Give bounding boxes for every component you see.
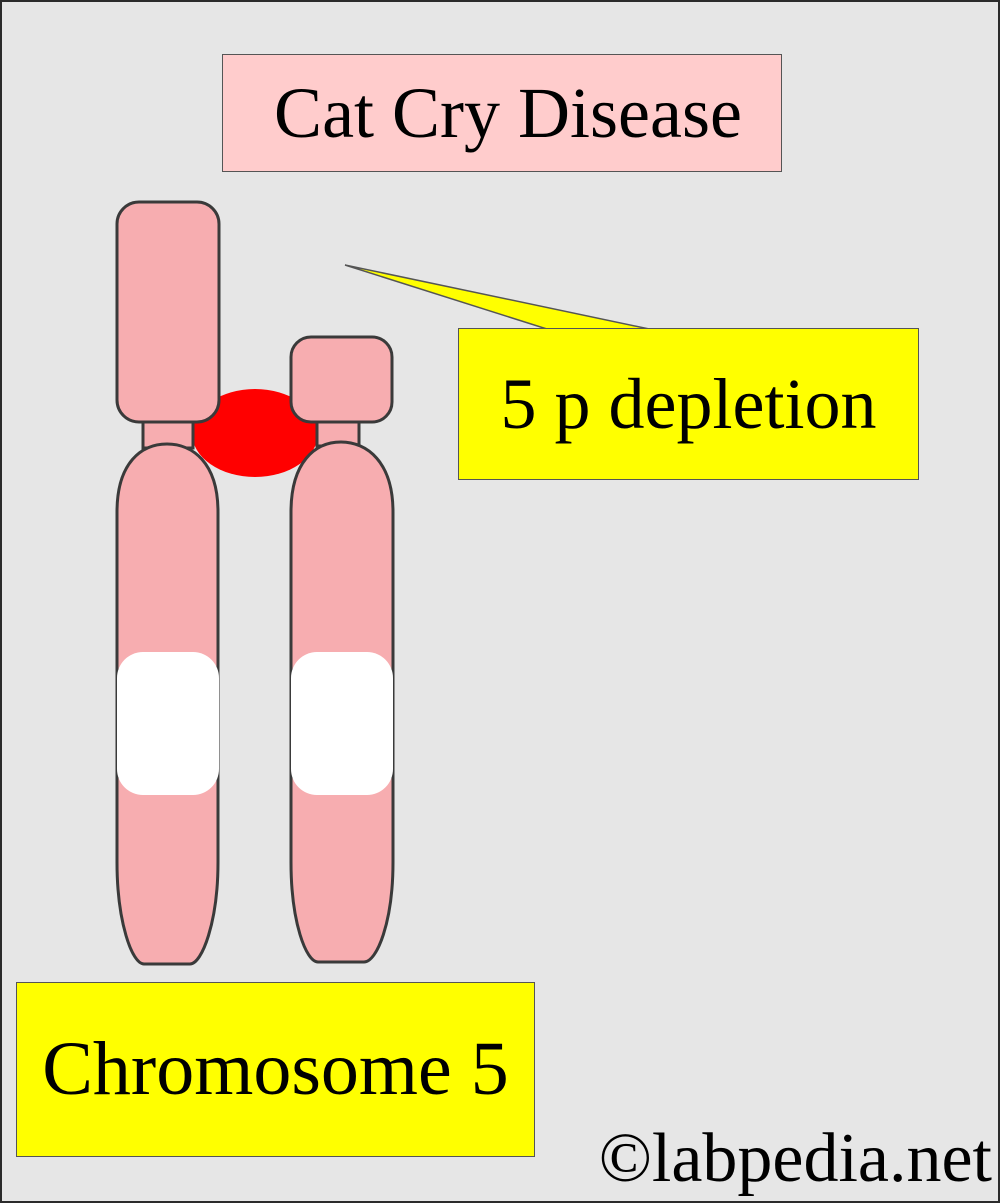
deleted-chromosome-short-arm (289, 335, 394, 424)
deleted-chromosome-band (291, 652, 393, 795)
callout-pointer (344, 264, 655, 331)
chromosome-label: Chromosome 5 (42, 1027, 509, 1111)
deleted-region (192, 389, 318, 477)
normal-chromosome-band (117, 652, 219, 795)
callout-label: 5 p depletion (500, 363, 877, 444)
normal-chromosome (115, 200, 221, 966)
chromosome-label-box: Chromosome 5 (16, 982, 535, 1157)
title-box: Cat Cry Disease (222, 54, 782, 172)
callout-box: 5 p depletion (458, 328, 919, 480)
watermark: ©labpedia.net (598, 1120, 992, 1197)
page-title: Cat Cry Disease (274, 72, 742, 153)
normal-chromosome-short-arm (115, 200, 221, 424)
